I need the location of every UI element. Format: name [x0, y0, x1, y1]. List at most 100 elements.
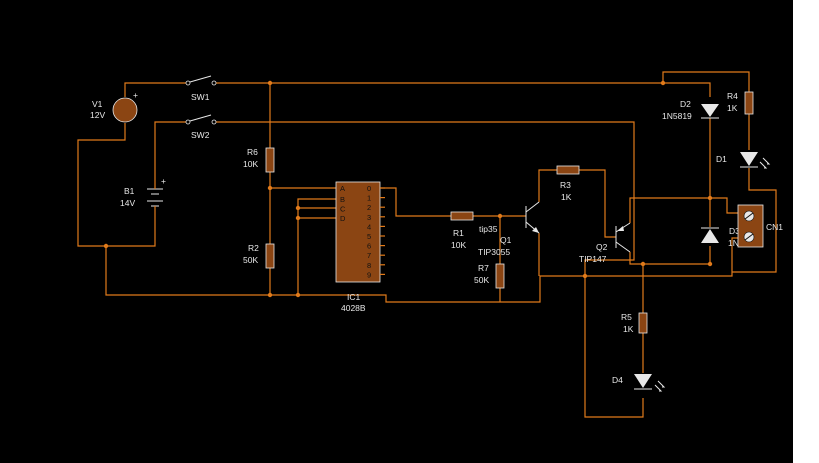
q2-ref-label: Q2: [596, 242, 608, 252]
led-d4-symbol[interactable]: D4: [612, 374, 666, 392]
ic1-output-pin-6: 6: [367, 242, 371, 251]
ic1-input-pin-d: D: [340, 214, 346, 223]
junction: [707, 261, 713, 267]
r6-ref-label: R6: [247, 147, 258, 157]
ic1-input-pin-b: B: [340, 195, 345, 204]
ic1-output-pin-4: 4: [367, 222, 371, 231]
wire-r3-q2: [579, 169, 616, 238]
circuit-schematic: + V1 12V + B1 14V SW1 SW2 R6 10K R2 50K: [77, 71, 783, 418]
ic1-input-pin-c: C: [340, 204, 346, 213]
wire-d1-cn1: [732, 168, 777, 273]
junction: [295, 215, 301, 221]
battery-b1-symbol[interactable]: + B1 14V: [120, 176, 166, 212]
d3-ref-label: D3: [729, 226, 740, 236]
junction: [582, 273, 588, 279]
resistor-r6-symbol[interactable]: R6 10K: [243, 147, 275, 173]
ic1-output-pin-8: 8: [367, 261, 371, 270]
ic1-input-pin-a: A: [340, 184, 345, 193]
wire-q2-c: [629, 252, 710, 265]
wire-b1-sw2: [154, 121, 186, 182]
wire-q2-e: [629, 197, 710, 223]
r1-value-label: 10K: [451, 240, 466, 250]
r3-value-label: 1K: [561, 192, 572, 202]
r2-ref-label: R2: [248, 243, 259, 253]
r5-value-label: 1K: [623, 324, 634, 334]
r5-ref-label: R5: [621, 312, 632, 322]
resistor-r5-symbol[interactable]: R5 1K: [621, 312, 648, 334]
schematic-canvas: + V1 12V + B1 14V SW1 SW2 R6 10K R2 50K: [0, 0, 793, 463]
wire-ic-ground: [298, 275, 585, 303]
transistor-q2-symbol[interactable]: Q2 TIP147: [579, 222, 631, 264]
r7-value-label: 50K: [474, 275, 489, 285]
led-d1-symbol[interactable]: D1: [716, 152, 771, 169]
v1-ref-label: V1: [92, 99, 103, 109]
junction: [707, 195, 713, 201]
wire-r4-top: [662, 71, 750, 92]
battery-v1-symbol[interactable]: + V1 12V: [90, 90, 138, 123]
junction: [267, 292, 273, 298]
resistor-r3-symbol[interactable]: R3 1K: [556, 165, 580, 202]
d2-value-label: 1N5819: [662, 111, 692, 121]
b1-plus-sign: +: [161, 176, 166, 186]
wire-v1-b1: [77, 123, 156, 247]
diode-d2-symbol[interactable]: D2 1N5819: [662, 99, 719, 121]
junction: [497, 213, 503, 219]
b1-ref-label: B1: [124, 186, 135, 196]
junction-dots: [103, 80, 713, 298]
d2-ref-label: D2: [680, 99, 691, 109]
sw2-ref-label: SW2: [191, 130, 210, 140]
d1-ref-label: D1: [716, 154, 727, 164]
q2-value-label: TIP147: [579, 254, 607, 264]
junction: [640, 261, 646, 267]
wire-cn1-top: [710, 197, 738, 214]
r6-value-label: 10K: [243, 159, 258, 169]
wire-sw1-out: [216, 82, 711, 97]
ic1-ref-label: IC1: [347, 292, 361, 302]
wire-q1-c: [538, 169, 557, 202]
junction: [295, 205, 301, 211]
junction: [267, 185, 273, 191]
cn1-ref-label: CN1: [766, 222, 783, 232]
q1-value-label: TIP3055: [478, 247, 510, 257]
ic1-output-pin-9: 9: [367, 270, 371, 279]
ic1-output-pin-7: 7: [367, 251, 371, 260]
ic1-output-pin-5: 5: [367, 232, 371, 241]
resistor-r7-symbol[interactable]: R7 50K: [474, 263, 505, 289]
resistor-r4-symbol[interactable]: R4 1K: [727, 91, 754, 115]
wire-ground: [105, 246, 298, 296]
sw1-ref-label: SW1: [191, 92, 210, 102]
connector-cn1-symbol[interactable]: CN1: [737, 204, 783, 248]
junction: [295, 292, 301, 298]
r3-ref-label: R3: [560, 180, 571, 190]
ic1-output-pin-3: 3: [367, 213, 371, 222]
r4-ref-label: R4: [727, 91, 738, 101]
r4-value-label: 1K: [727, 103, 738, 113]
v1-plus-sign: +: [133, 90, 138, 100]
switch-sw1-symbol[interactable]: SW1: [185, 75, 217, 102]
r1-ref-label: R1: [453, 228, 464, 238]
r2-value-label: 50K: [243, 255, 258, 265]
wire-bcd-bus: [297, 198, 336, 295]
junction: [103, 243, 109, 249]
wires: [77, 71, 777, 418]
junction: [267, 80, 273, 86]
resistor-r2-symbol[interactable]: R2 50K: [243, 243, 275, 269]
transistor-q1-symbol[interactable]: tip35 Q1 TIP3055: [478, 201, 540, 257]
switch-sw2-symbol[interactable]: SW2: [185, 114, 217, 140]
wire-cn1-bot: [585, 237, 738, 277]
q1-ref-label: Q1: [500, 235, 512, 245]
resistor-r1-symbol[interactable]: R1 10K: [450, 211, 474, 250]
wire-ic-out0: [380, 187, 451, 217]
junction: [660, 80, 666, 86]
ic1-output-pin-0: 0: [367, 184, 371, 193]
q1-note-label: tip35: [479, 224, 498, 234]
r7-ref-label: R7: [478, 263, 489, 273]
v1-value-label: 12V: [90, 110, 105, 120]
wire-sw2-out: [216, 121, 644, 418]
ic1-value-label: 4028B: [341, 303, 366, 313]
ic1-output-pin-1: 1: [367, 194, 371, 203]
wire-top-rail: [124, 82, 186, 97]
